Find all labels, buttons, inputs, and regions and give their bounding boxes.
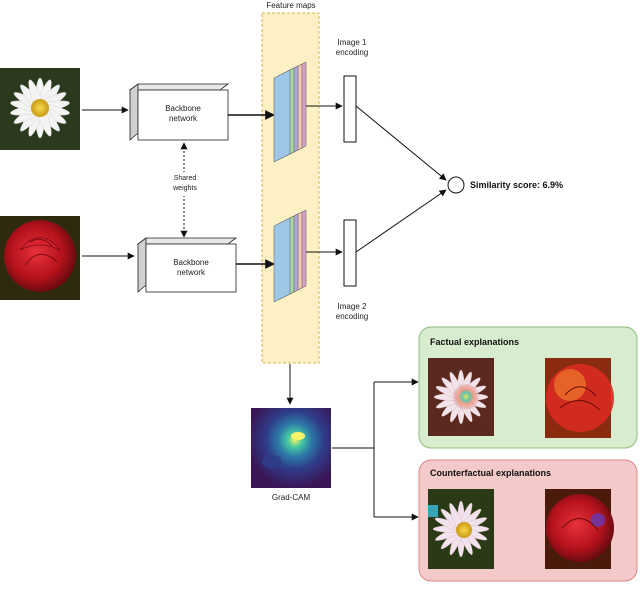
image2-encoding-vector — [343, 219, 357, 287]
backbone-network-bottom — [136, 237, 238, 293]
feature-maps-band — [261, 12, 320, 364]
daisy-input-image — [0, 68, 80, 150]
arrow-encoding1-to-similarity — [355, 105, 447, 181]
counterfactual-daisy-image — [428, 489, 494, 569]
arrow-encoding2-to-similarity — [355, 189, 447, 253]
gradcam-branch-arrows — [332, 378, 419, 521]
rose-input-image — [0, 216, 80, 300]
counterfactual-rose-image — [545, 489, 614, 569]
factual-explanations-title: Factual explanations — [430, 337, 520, 347]
similarity-score-label: Similarity score: 6.9% — [470, 180, 564, 190]
gradcam-heatmap — [251, 408, 331, 488]
feature-maps-label: Feature maps — [266, 1, 315, 10]
feature-map-stack-bottom — [273, 209, 307, 303]
backbone-network-top — [128, 83, 230, 141]
image1-encoding-vector — [343, 75, 357, 143]
factual-rose-image — [545, 358, 614, 438]
gradcam-label: Grad-CAM — [271, 493, 311, 502]
counterfactual-explanations-title: Counterfactual explanations — [430, 468, 552, 478]
similarity-node — [447, 176, 465, 194]
factual-daisy-image — [428, 358, 494, 436]
feature-map-stack-top — [273, 61, 307, 163]
